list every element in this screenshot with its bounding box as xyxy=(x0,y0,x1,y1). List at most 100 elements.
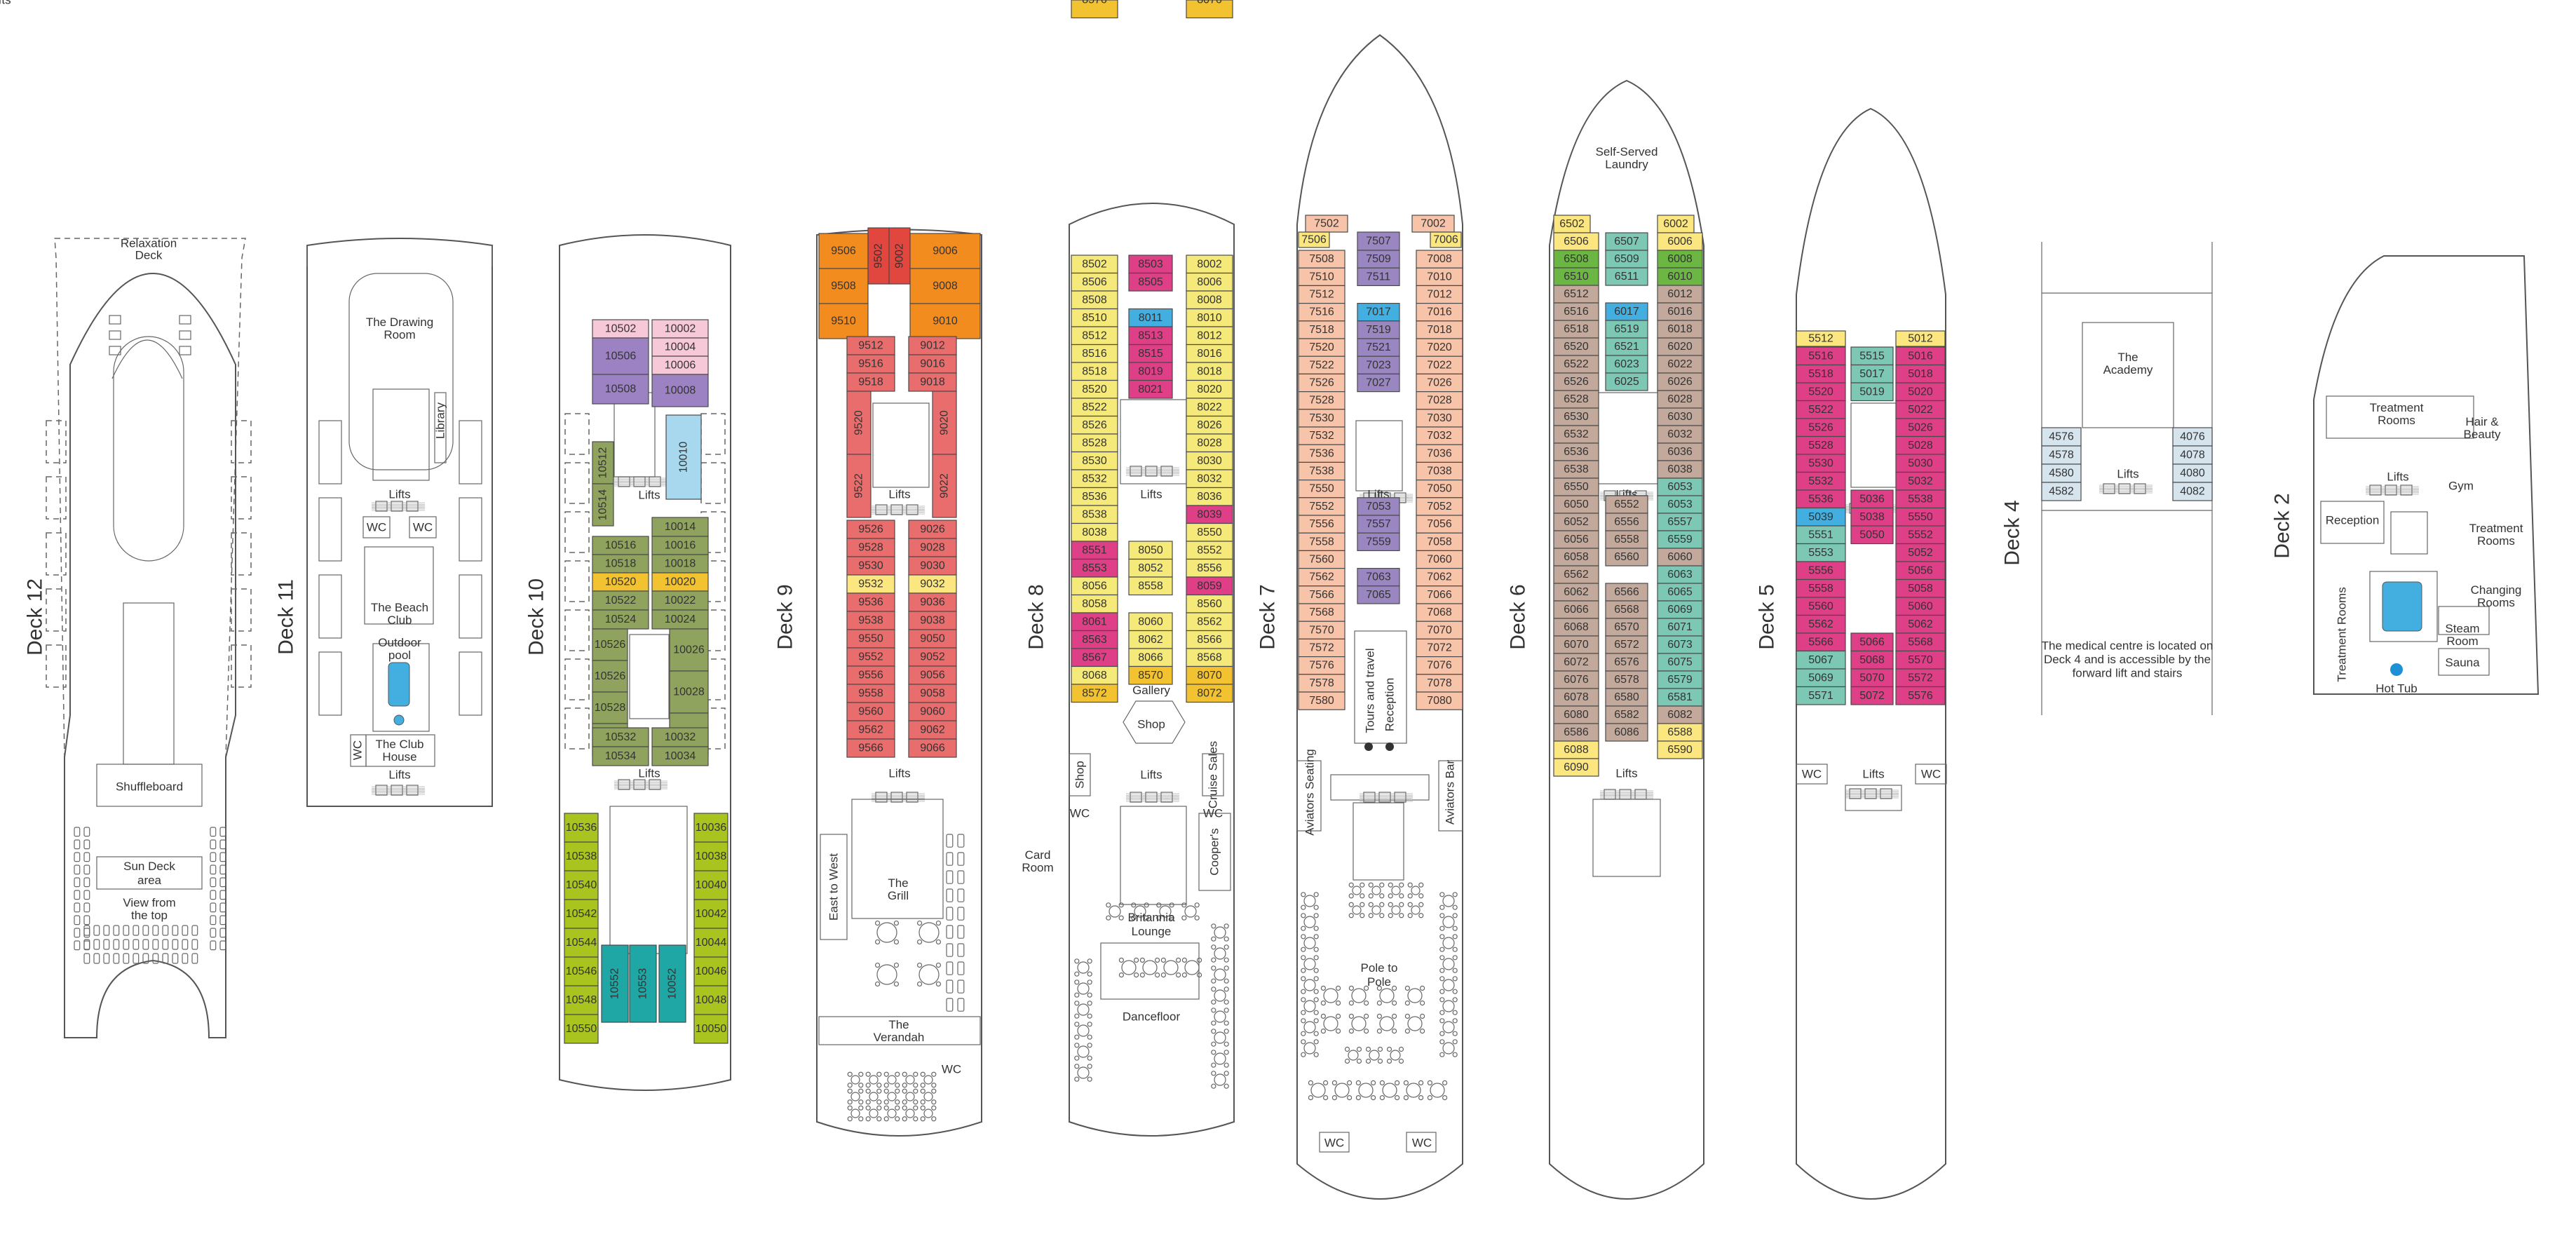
cabin-7020[interactable]: 7020 xyxy=(1416,338,1463,357)
cabin-8016[interactable]: 8016 xyxy=(1186,344,1233,363)
cabin-8066[interactable]: 8066 xyxy=(1128,648,1173,667)
cabin-5536[interactable]: 5536 xyxy=(1796,489,1846,509)
cabin-10550[interactable]: 10550 xyxy=(564,1014,599,1044)
cabin-4576[interactable]: 4576 xyxy=(2041,427,2082,447)
cabin-8562[interactable]: 8562 xyxy=(1186,612,1233,632)
cabin-9010[interactable]: 9010 xyxy=(909,303,981,339)
cabin-8052[interactable]: 8052 xyxy=(1128,558,1173,578)
cabin-8536[interactable]: 8536 xyxy=(1071,487,1118,506)
cabin-6023[interactable]: 6023 xyxy=(1605,355,1648,374)
cabin-8008[interactable]: 8008 xyxy=(1186,290,1233,310)
cabin-7520[interactable]: 7520 xyxy=(1298,338,1345,357)
cabin-5039[interactable]: 5039 xyxy=(1796,507,1846,527)
cabin-7512[interactable]: 7512 xyxy=(1298,285,1345,304)
cabin-7052[interactable]: 7052 xyxy=(1416,497,1463,516)
cabin-5556[interactable]: 5556 xyxy=(1796,561,1846,581)
cabin-8068[interactable]: 8068 xyxy=(1071,665,1118,685)
cabin-7502[interactable]: 7502 xyxy=(1305,215,1348,233)
cabin-4076[interactable]: 4076 xyxy=(2172,427,2213,447)
cabin-7017[interactable]: 7017 xyxy=(1357,303,1400,322)
cabin-6052[interactable]: 6052 xyxy=(1553,513,1599,531)
cabin-7521[interactable]: 7521 xyxy=(1357,338,1400,357)
cabin-8512[interactable]: 8512 xyxy=(1071,326,1118,346)
cabin-7506[interactable]: 7506 xyxy=(1298,231,1330,248)
cabin-5012[interactable]: 5012 xyxy=(1895,330,1946,347)
cabin-4080[interactable]: 4080 xyxy=(2172,463,2213,483)
cabin-7056[interactable]: 7056 xyxy=(1416,515,1463,534)
cabin-9506[interactable]: 9506 xyxy=(818,233,869,269)
cabin-6076[interactable]: 6076 xyxy=(1553,670,1599,689)
cabin-8026[interactable]: 8026 xyxy=(1186,415,1233,435)
cabin-5026[interactable]: 5026 xyxy=(1895,418,1946,438)
cabin-9562[interactable]: 9562 xyxy=(846,720,895,740)
cabin-5571[interactable]: 5571 xyxy=(1796,686,1846,705)
cabin-6018[interactable]: 6018 xyxy=(1657,320,1703,339)
cabin-8032[interactable]: 8032 xyxy=(1186,469,1233,489)
cabin-8560[interactable]: 8560 xyxy=(1186,594,1233,613)
cabin-7008[interactable]: 7008 xyxy=(1416,250,1463,269)
cabin-9550[interactable]: 9550 xyxy=(846,629,895,649)
cabin-8530[interactable]: 8530 xyxy=(1071,451,1118,470)
cabin-10518[interactable]: 10518 xyxy=(592,554,649,574)
cabin-10006[interactable]: 10006 xyxy=(651,355,709,375)
cabin-5028[interactable]: 5028 xyxy=(1895,435,1946,455)
cabin-5056[interactable]: 5056 xyxy=(1895,561,1946,581)
cabin-7038[interactable]: 7038 xyxy=(1416,461,1463,481)
cabin-6017[interactable]: 6017 xyxy=(1605,302,1648,321)
cabin-6032[interactable]: 6032 xyxy=(1657,425,1703,444)
cabin-10052[interactable]: 10052 xyxy=(658,944,686,1023)
cabin-6058[interactable]: 6058 xyxy=(1553,548,1599,567)
cabin-6022[interactable]: 6022 xyxy=(1657,355,1703,374)
cabin-10538[interactable]: 10538 xyxy=(564,841,599,872)
cabin-8520[interactable]: 8520 xyxy=(1071,379,1118,399)
cabin-9066[interactable]: 9066 xyxy=(908,738,957,758)
cabin-8011[interactable]: 8011 xyxy=(1128,308,1173,327)
cabin-7509[interactable]: 7509 xyxy=(1357,250,1400,269)
cabin-6066[interactable]: 6066 xyxy=(1553,600,1599,619)
cabin-8039[interactable]: 8039 xyxy=(1186,505,1233,524)
cabin-6586[interactable]: 6586 xyxy=(1553,723,1599,742)
cabin-8516[interactable]: 8516 xyxy=(1071,344,1118,363)
cabin-8012[interactable]: 8012 xyxy=(1186,326,1233,346)
cabin-6025[interactable]: 6025 xyxy=(1605,372,1648,391)
cabin-5518[interactable]: 5518 xyxy=(1796,364,1846,384)
cabin-6088[interactable]: 6088 xyxy=(1553,740,1599,759)
cabin-7562[interactable]: 7562 xyxy=(1298,567,1345,587)
cabin-10046[interactable]: 10046 xyxy=(693,956,728,986)
cabin-8550[interactable]: 8550 xyxy=(1186,522,1233,542)
cabin-6536[interactable]: 6536 xyxy=(1553,442,1599,461)
cabin-6562[interactable]: 6562 xyxy=(1553,565,1599,584)
cabin-10048[interactable]: 10048 xyxy=(693,985,728,1015)
cabin-6568[interactable]: 6568 xyxy=(1605,600,1648,619)
cabin-10546[interactable]: 10546 xyxy=(564,956,599,986)
cabin-9050[interactable]: 9050 xyxy=(908,629,957,649)
cabin-10016[interactable]: 10016 xyxy=(651,536,709,555)
cabin-6010[interactable]: 6010 xyxy=(1657,267,1703,286)
cabin-6512[interactable]: 6512 xyxy=(1553,285,1599,304)
cabin-5019[interactable]: 5019 xyxy=(1850,382,1894,402)
cabin-8019[interactable]: 8019 xyxy=(1128,362,1173,381)
cabin-10526[interactable]: 10526 xyxy=(592,660,628,693)
cabin-8572[interactable]: 8572 xyxy=(1071,684,1118,703)
cabin-8506[interactable]: 8506 xyxy=(1071,272,1118,292)
cabin-6065[interactable]: 6065 xyxy=(1657,583,1703,602)
cabin-6558[interactable]: 6558 xyxy=(1605,530,1648,549)
cabin-10553[interactable]: 10553 xyxy=(629,944,657,1023)
cabin-5018[interactable]: 5018 xyxy=(1895,364,1946,384)
cabin-9006[interactable]: 9006 xyxy=(909,233,981,269)
cabin-6038[interactable]: 6038 xyxy=(1657,460,1703,479)
cabin-10548[interactable]: 10548 xyxy=(564,985,599,1015)
cabin-6566[interactable]: 6566 xyxy=(1605,583,1648,602)
cabin-7532[interactable]: 7532 xyxy=(1298,426,1345,445)
cabin-5066[interactable]: 5066 xyxy=(1850,632,1894,652)
cabin-8513[interactable]: 8513 xyxy=(1128,326,1173,346)
cabin-7027[interactable]: 7027 xyxy=(1357,373,1400,393)
cabin-9062[interactable]: 9062 xyxy=(908,720,957,740)
cabin-7010[interactable]: 7010 xyxy=(1416,267,1463,287)
cabin-6068[interactable]: 6068 xyxy=(1553,618,1599,637)
cabin-6090[interactable]: 6090 xyxy=(1553,758,1599,777)
cabin-7566[interactable]: 7566 xyxy=(1298,585,1345,604)
cabin-7530[interactable]: 7530 xyxy=(1298,409,1345,428)
cabin-9020[interactable]: 9020 xyxy=(932,391,957,455)
cabin-8526[interactable]: 8526 xyxy=(1071,415,1118,435)
